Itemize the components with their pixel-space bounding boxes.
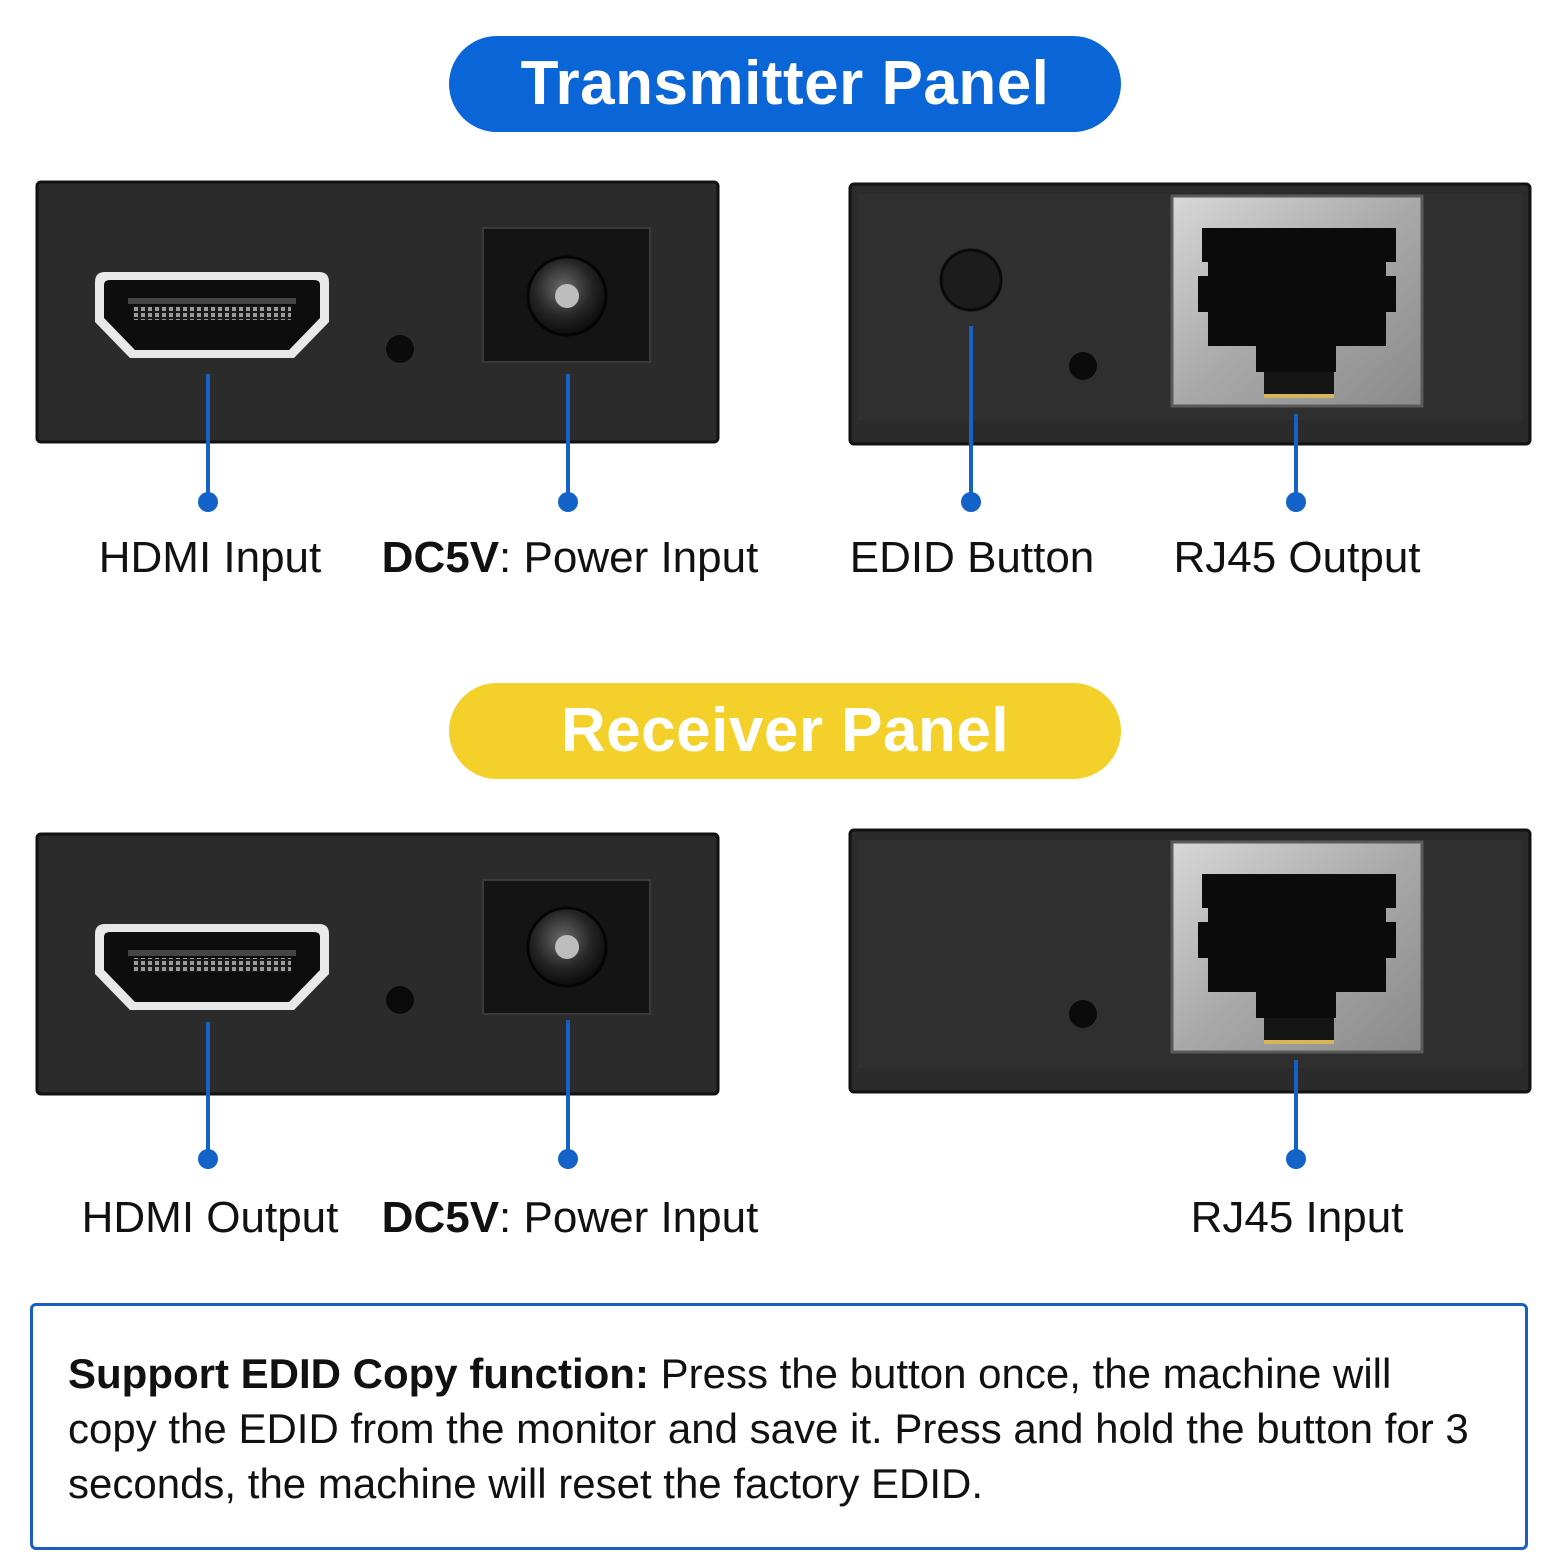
- hdmi-port-icon: [95, 272, 329, 358]
- label-rj45-output: RJ45 Output: [1173, 533, 1421, 582]
- edid-note-box: Support EDID Copy function: Press the bu…: [30, 1303, 1528, 1550]
- label-dc-strong: DC5V: [381, 533, 500, 582]
- transmitter-panel-title: Transmitter Panel: [449, 36, 1121, 132]
- label-hdmi-input: HDMI Input: [98, 533, 322, 582]
- callout-dot: [558, 492, 578, 512]
- transmitter-left-panel: [35, 180, 720, 444]
- rj45-port-icon: [1170, 840, 1424, 1054]
- receiver-right-panel: [848, 828, 1532, 1094]
- led-hole-icon: [386, 986, 414, 1014]
- label-dc-strong: DC5V: [381, 1193, 500, 1242]
- edid-note-body: Press the button once, the machine will …: [68, 1350, 1469, 1507]
- callout-dot: [558, 1149, 578, 1169]
- label-edid-button: EDID Button: [849, 533, 1095, 582]
- callout-dot: [1286, 492, 1306, 512]
- rj45-port-icon: [1170, 194, 1424, 408]
- label-hdmi-output: HDMI Output: [81, 1193, 339, 1242]
- callout-lines: [198, 326, 1306, 1169]
- callout-dot: [198, 492, 218, 512]
- label-dc-rest: : Power Input: [499, 1193, 759, 1242]
- label-rj45-input: RJ45 Input: [1190, 1193, 1404, 1242]
- edid-button-icon: [939, 248, 1003, 312]
- label-dc-rest: : Power Input: [499, 533, 759, 582]
- led-hole-icon: [1069, 352, 1097, 380]
- label-dc-power-input-rx: DC5V: Power Input: [382, 1196, 759, 1240]
- callout-dot: [1286, 1149, 1306, 1169]
- receiver-panel-title: Receiver Panel: [449, 683, 1121, 779]
- callout-dot: [961, 492, 981, 512]
- dc-jack-icon: [482, 227, 651, 363]
- hdmi-port-icon: [95, 924, 329, 1010]
- led-hole-icon: [1069, 1000, 1097, 1028]
- edid-note-heading: Support EDID Copy function:: [68, 1350, 649, 1397]
- dc-jack-icon: [482, 879, 651, 1015]
- callout-dot: [198, 1149, 218, 1169]
- led-hole-icon: [386, 335, 414, 363]
- transmitter-right-panel: [848, 182, 1532, 446]
- receiver-left-panel: [35, 832, 720, 1096]
- label-dc-power-input-tx: DC5V: Power Input: [382, 536, 759, 580]
